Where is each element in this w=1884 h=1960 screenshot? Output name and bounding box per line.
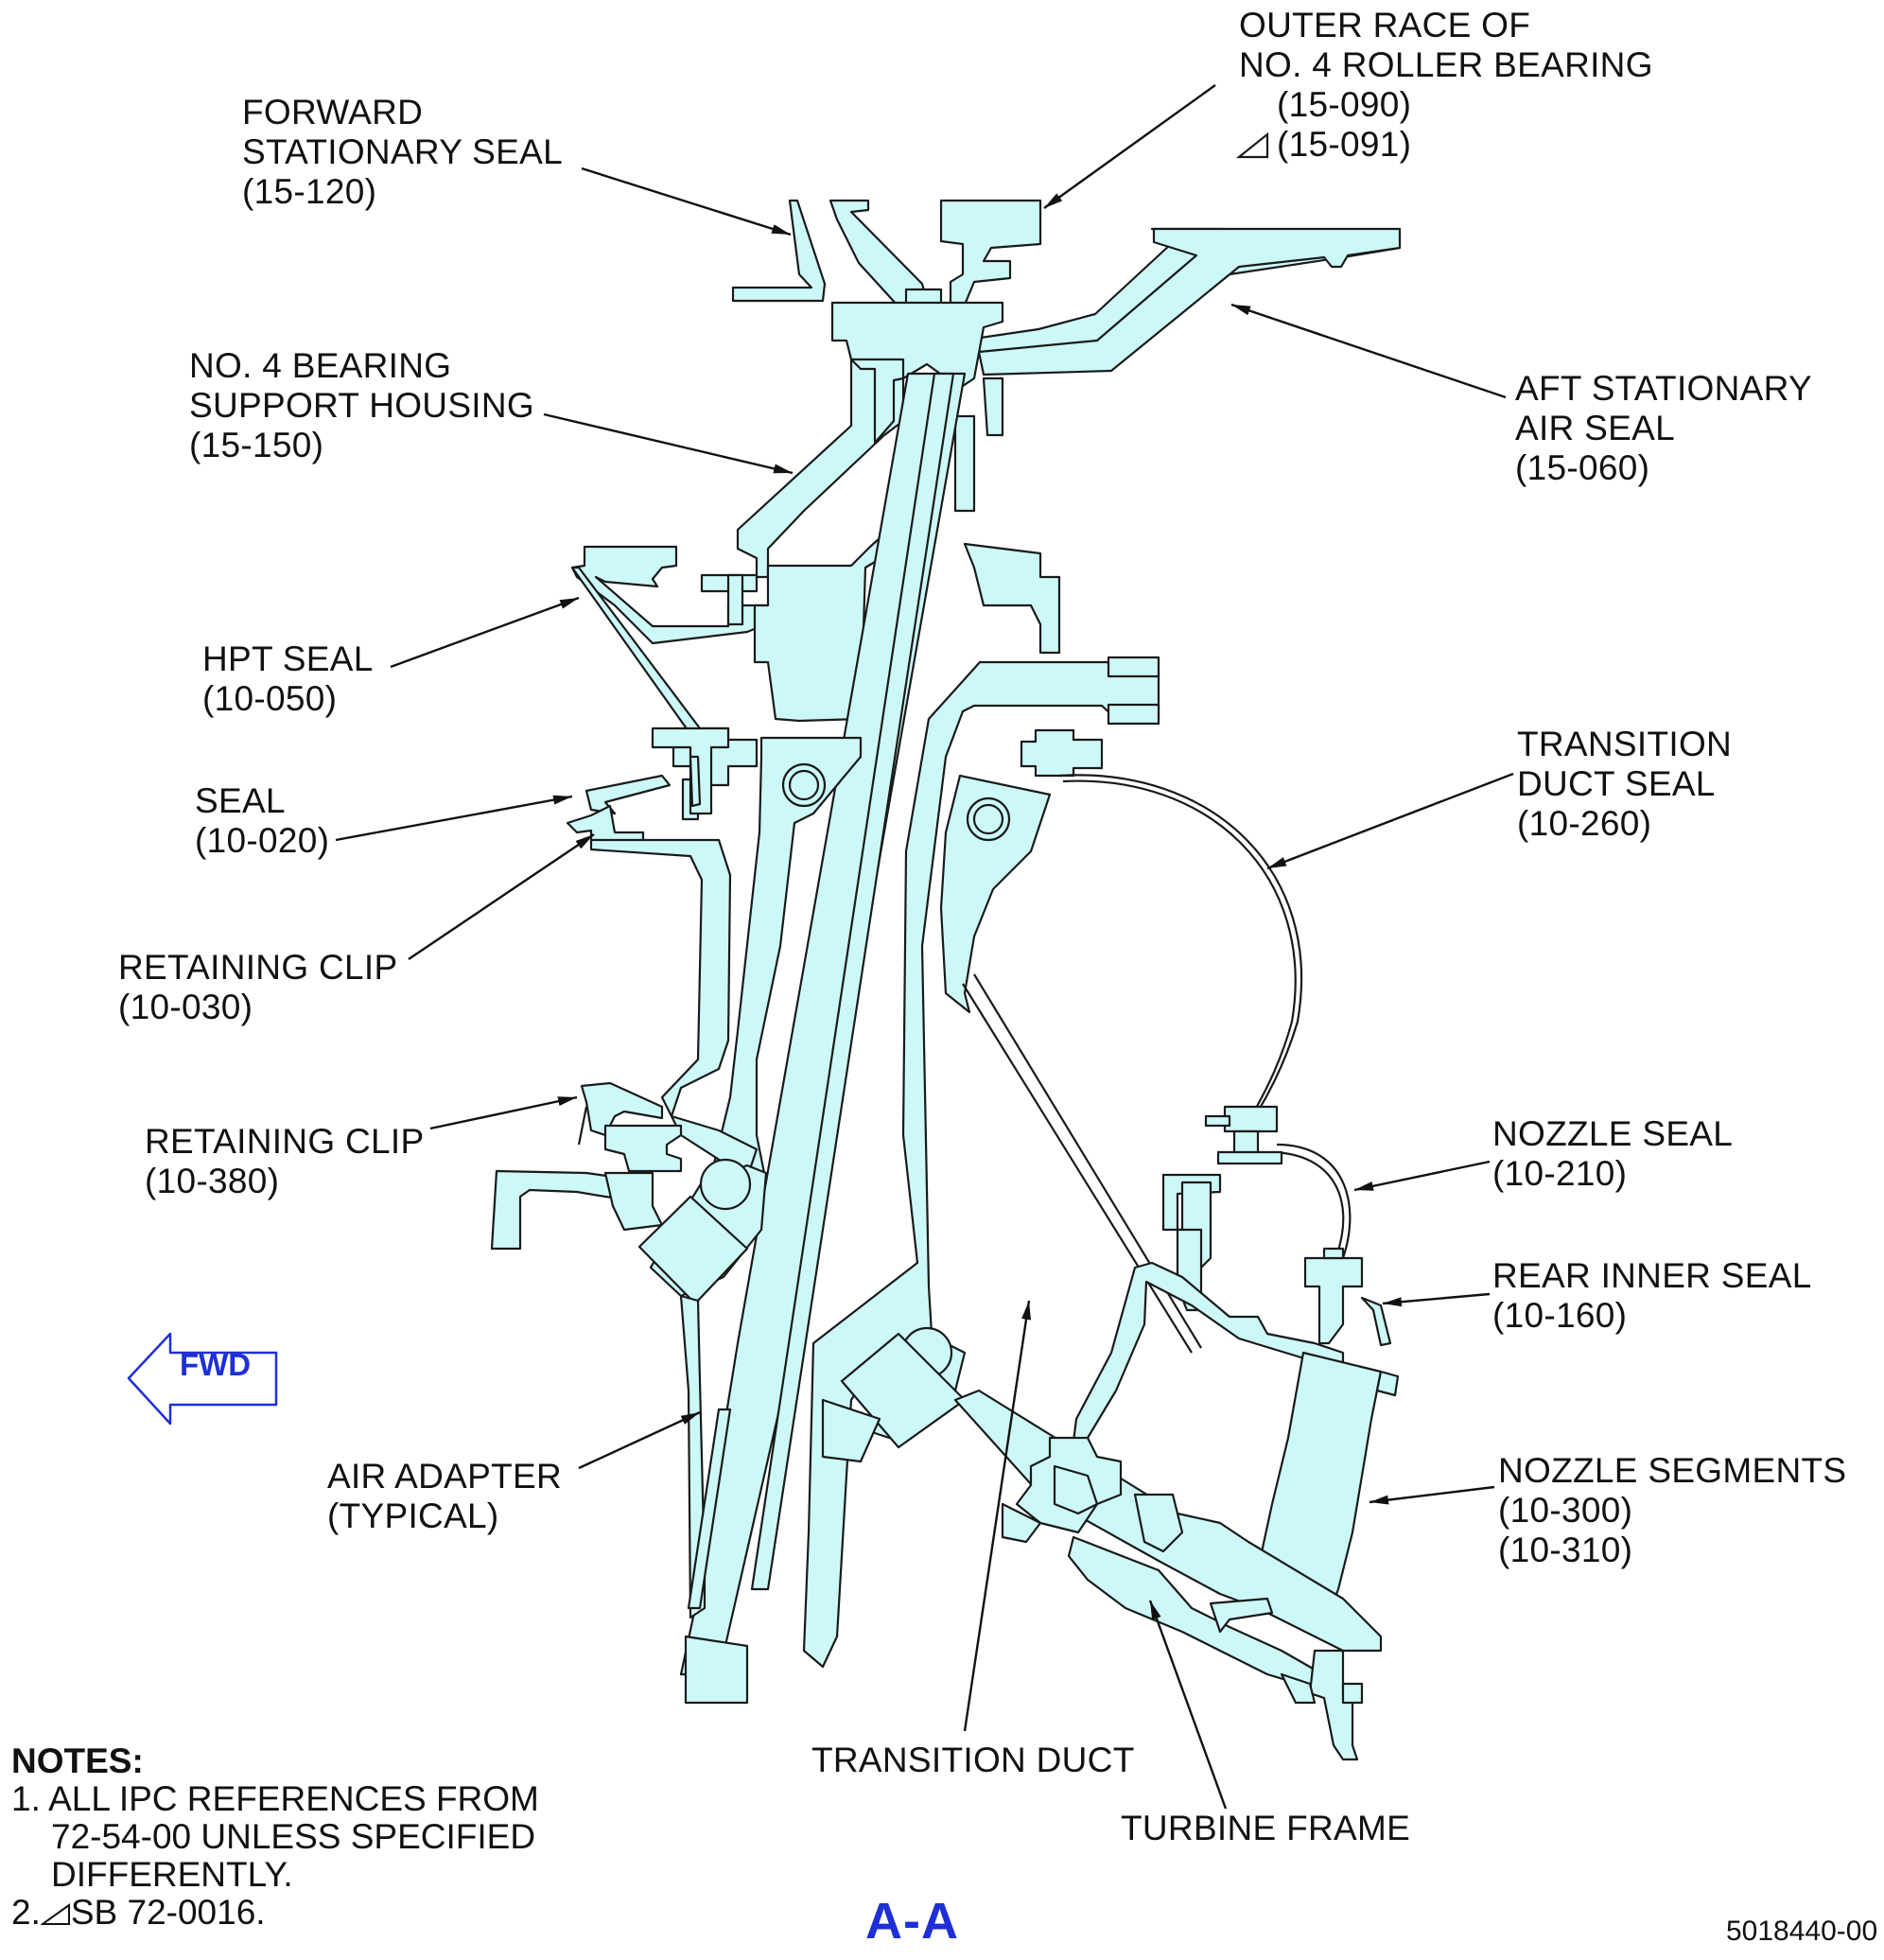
label-nozzle-segments: NOZZLE SEGMENTS (10-300) (10-310) [1498, 1451, 1847, 1569]
fwd-arrow-icon [127, 1332, 278, 1426]
label-nozzle-seal: NOZZLE SEAL (10-210) [1492, 1114, 1734, 1193]
label-transition-duct-seal: TRANSITION DUCT SEAL (10-260) [1517, 725, 1733, 843]
label-air-adapter: AIR ADAPTER (TYPICAL) [327, 1457, 562, 1535]
leader-turbine-frame [1148, 1600, 1228, 1810]
leader-air-adapter [578, 1410, 701, 1470]
leader-forward-seal [581, 166, 792, 236]
leader-aft-seal [1230, 303, 1507, 399]
label-retaining-clip-030: RETAINING CLIP (10-030) [118, 948, 398, 1026]
revision-triangle-icon [40, 1903, 70, 1925]
note-1-line-1: 1. ALL IPC REFERENCES FROM [11, 1779, 539, 1818]
leader-transition-duct [963, 1300, 1031, 1732]
transition-duct-panel [962, 973, 1202, 1354]
notes-block: NOTES: 1. ALL IPC REFERENCES FROM 72-54-… [11, 1742, 539, 1932]
central-strut-forward [679, 372, 967, 1676]
view-title: A-A [865, 1893, 959, 1950]
label-hpt-seal: HPT SEAL (10-050) [202, 639, 374, 718]
forward-stationary-seal-part [731, 199, 827, 303]
retaining-clip-380-part [577, 1081, 683, 1232]
label-transition-duct: TRANSITION DUCT [811, 1741, 1135, 1779]
leader-hpt-seal [390, 596, 580, 669]
note-1-line-3: DIFFERENTLY. [51, 1855, 293, 1894]
label-seal: SEAL (10-020) [195, 781, 330, 860]
rear-inner-seal-part [1303, 1247, 1392, 1347]
leader-retaining-clip-380 [429, 1095, 578, 1130]
document-id: 5018440-00 [1726, 1916, 1878, 1947]
note-1-line-2: 72-54-00 UNLESS SPECIFIED [51, 1817, 536, 1856]
leader-nozzle-segments [1369, 1485, 1495, 1505]
leader-nozzle-seal [1353, 1160, 1491, 1192]
housing-lug-left [712, 736, 863, 1184]
rear-flange-part [1280, 1649, 1364, 1761]
notes-heading: NOTES: [11, 1741, 144, 1780]
leader-seal [335, 795, 573, 842]
housing-lug-right [939, 774, 1052, 1014]
seal-assembly [566, 726, 730, 844]
label-outer-race: OUTER RACE OF NO. 4 ROLLER BEARING (15-0… [1239, 6, 1653, 164]
leader-rear-inner-seal [1382, 1292, 1491, 1307]
leader-outer-race [1043, 84, 1216, 209]
lower-right-lug [821, 1326, 967, 1463]
fwd-label: FWD [180, 1347, 252, 1382]
lower-left-lug [637, 1158, 768, 1305]
transition-duct-seal-part [1058, 774, 1303, 1112]
note-2: 2.SB 72-0016. [11, 1893, 266, 1932]
left-outer-wall [679, 1294, 749, 1705]
leader-transition-duct-seal [1266, 772, 1514, 870]
bearing-support-housing-part [736, 301, 1004, 579]
label-forward-seal: FORWARD STATIONARY SEAL (15-120) [242, 93, 563, 211]
leaders [335, 84, 1514, 1810]
revision-triangle-icon [1235, 131, 1269, 159]
leader-retaining-clip-030 [408, 833, 595, 960]
aft-stationary-air-seal-part [972, 227, 1402, 376]
label-rear-inner-seal: REAR INNER SEAL (10-160) [1492, 1256, 1812, 1335]
label-retaining-clip-380: RETAINING CLIP (10-380) [145, 1122, 425, 1200]
label-turbine-frame: TURBINE FRAME [1121, 1809, 1411, 1847]
label-aft-seal: AFT STATIONARY AIR SEAL (15-060) [1515, 369, 1812, 487]
label-bearing-housing: NO. 4 BEARING SUPPORT HOUSING (15-150) [189, 346, 534, 464]
turbine-frame-part [953, 1389, 1383, 1690]
bearing-outer-race-part [829, 199, 1042, 314]
leader-bearing-housing [543, 412, 794, 475]
